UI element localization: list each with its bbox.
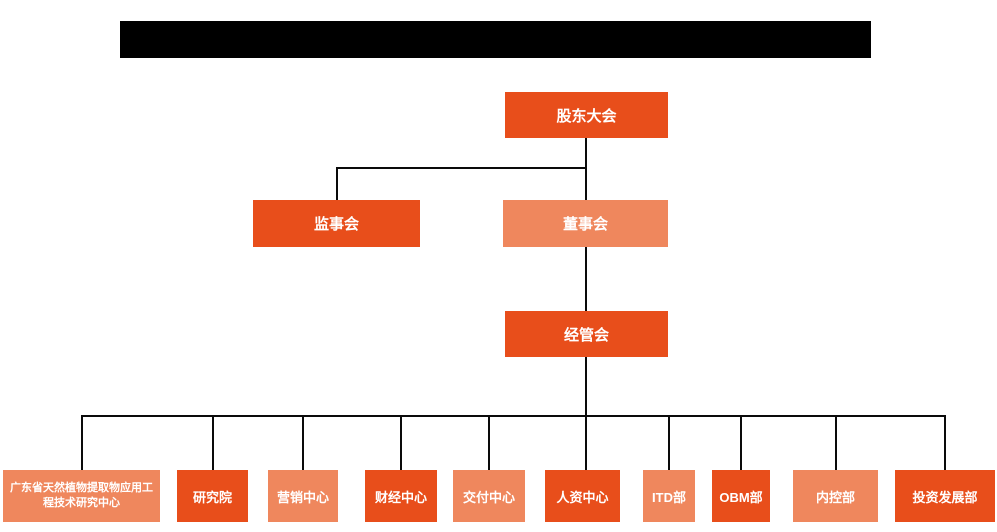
node-label: 监事会 [313,216,359,233]
node-label: 股东大会 [556,107,617,125]
node-label: OBM部 [719,489,763,505]
node-label: 交付中心 [462,489,515,505]
node-dept-obm: OBM部 [712,470,770,522]
node-label: 人资中心 [556,489,609,505]
connector-line-branch-horizontal [336,167,587,169]
node-label: 投资发展部 [912,489,978,505]
node-management-committee: 经管会 [505,311,668,357]
node-supervisory-board: 监事会 [253,200,420,247]
node-label: 财经中心 [374,489,427,505]
connector-bus-horizontal [81,415,945,417]
node-label: 董事会 [562,216,608,233]
connector-line-management-to-bus [585,357,587,470]
connector-drop-dept-9 [944,415,946,470]
node-dept-delivery-center: 交付中心 [453,470,525,522]
node-dept-hr-center: 人资中心 [545,470,620,522]
connector-drop-dept-7 [740,415,742,470]
redacted-title-bar [120,21,871,58]
connector-drop-dept-0 [81,415,83,470]
connector-drop-dept-3 [400,415,402,470]
connector-line-to-supervisory [336,167,338,200]
node-dept-research-center: 广东省天然植物提取物应用工程技术研究中心 [3,470,160,522]
node-dept-investment-development: 投资发展部 [895,470,995,522]
node-label: 经管会 [563,326,609,344]
node-board-of-directors: 董事会 [503,200,668,247]
node-label: ITD部 [652,489,686,505]
node-dept-research-institute: 研究院 [177,470,248,522]
connector-line-board-to-management [585,247,587,311]
connector-drop-dept-8 [835,415,837,470]
node-dept-marketing-center: 营销中心 [268,470,338,522]
node-label: 研究院 [192,489,232,505]
node-dept-finance-center: 财经中心 [365,470,437,522]
connector-line-root-to-board [585,138,587,200]
node-dept-internal-control: 内控部 [793,470,878,522]
connector-drop-dept-2 [302,415,304,470]
connector-drop-dept-4 [488,415,490,470]
node-dept-itd: ITD部 [643,470,695,522]
node-label: 内控部 [815,489,855,505]
connector-drop-dept-6 [668,415,670,470]
node-label: 广东省天然植物提取物应用工程技术研究中心 [10,482,153,509]
node-shareholders-meeting: 股东大会 [505,92,668,138]
connector-drop-dept-1 [212,415,214,470]
node-label: 营销中心 [276,489,329,505]
